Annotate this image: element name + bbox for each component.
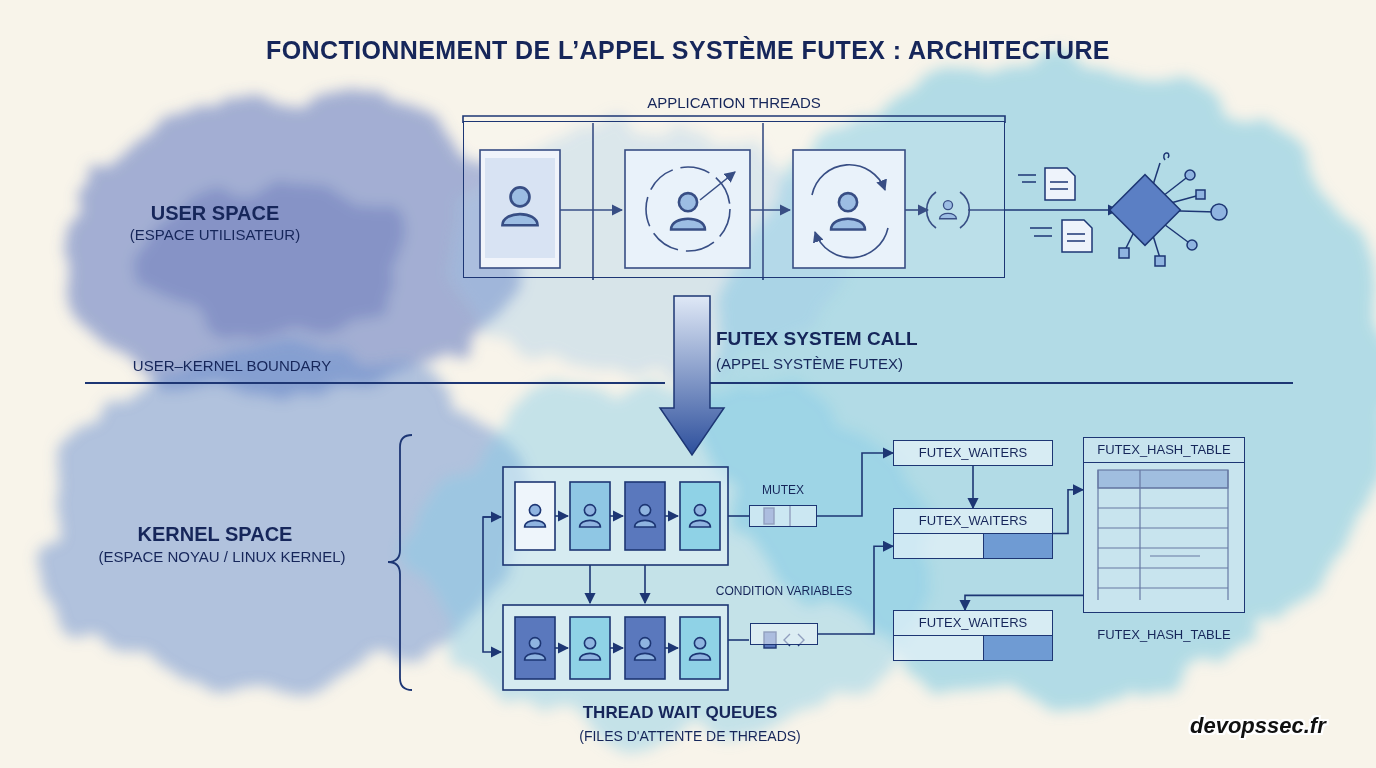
table-header: FUTEX_HASH_TABLE — [1084, 438, 1244, 463]
box-header: FUTEX_WAITERS — [894, 611, 1052, 635]
table-body — [1084, 463, 1244, 612]
box-label: FUTEX_WAITERS — [900, 445, 1046, 461]
lock-box: CONDITION VARIABLES — [704, 583, 864, 645]
watercolor — [40, 60, 1376, 740]
boundary-line — [705, 382, 1293, 384]
box-outline — [463, 121, 1005, 278]
box-header: FUTEX_WAITERS — [894, 509, 1052, 533]
region-label: USER SPACE — [151, 201, 280, 225]
box-label: FUTEX_WAITERS — [900, 615, 1046, 631]
document-icon — [1018, 168, 1092, 252]
table-title: FUTEX_HASH_TABLE — [1088, 442, 1240, 458]
slot-row — [894, 533, 1052, 558]
slot — [894, 636, 984, 660]
region-label: (ESPACE NOYAU / LINUX KERNEL) — [98, 548, 345, 566]
box-heading: MUTEX — [743, 482, 823, 498]
slot — [894, 534, 984, 558]
box-heading: APPLICATION THREADS — [463, 95, 1005, 111]
title: FONCTIONNEMENT DE L’APPEL SYSTÈME FUTEX … — [0, 36, 1376, 65]
region-label: THREAD WAIT QUEUES — [583, 703, 778, 723]
table-caption: FUTEX_HASH_TABLE — [1083, 627, 1245, 643]
region-label: (FILES D'ATTENTE DE THREADS) — [579, 728, 801, 745]
box-outline — [749, 505, 817, 527]
syscall-arrow — [660, 296, 724, 455]
box-outline: FUTEX_WAITERS — [893, 508, 1053, 559]
box-header: FUTEX_WAITERS — [894, 441, 1052, 465]
slot-row — [894, 635, 1052, 660]
region-label: KERNEL SPACE — [138, 522, 293, 546]
wait-queue — [483, 467, 749, 690]
waiters-box: FUTEX_WAITERS — [893, 508, 1053, 559]
box-label: FUTEX_WAITERS — [900, 513, 1046, 529]
region-label: FUTEX SYSTEM CALL — [716, 328, 918, 351]
box-outline: FUTEX_WAITERS — [893, 610, 1053, 661]
thread-group: APPLICATION THREADS — [463, 95, 1005, 278]
box-outline — [750, 623, 818, 645]
slot-filled — [984, 534, 1052, 558]
box-outline: FUTEX_WAITERS — [893, 440, 1053, 466]
lock-box: MUTEX — [743, 482, 823, 527]
network-icon — [1110, 153, 1227, 266]
connector — [1053, 490, 1083, 534]
curly-bracket — [388, 435, 412, 690]
hash-table: FUTEX_HASH_TABLE FUTEX_HASH_TABLE — [1083, 437, 1245, 643]
slot-filled — [984, 636, 1052, 660]
region-label: (APPEL SYSTÈME FUTEX) — [716, 355, 903, 373]
connector — [965, 595, 1083, 610]
watermark: devopssec.fr — [1190, 713, 1326, 739]
box-heading: CONDITION VARIABLES — [704, 583, 864, 599]
region-label: USER–KERNEL BOUNDARY — [133, 357, 331, 375]
connector — [817, 453, 893, 516]
waiters-box: FUTEX_WAITERS — [893, 610, 1053, 661]
box-outline: FUTEX_HASH_TABLE — [1083, 437, 1245, 613]
region-label: (ESPACE UTILISATEUR) — [130, 226, 300, 244]
boundary-line — [85, 382, 665, 384]
waiters-box: FUTEX_WAITERS — [893, 440, 1053, 466]
connector — [972, 466, 974, 508]
